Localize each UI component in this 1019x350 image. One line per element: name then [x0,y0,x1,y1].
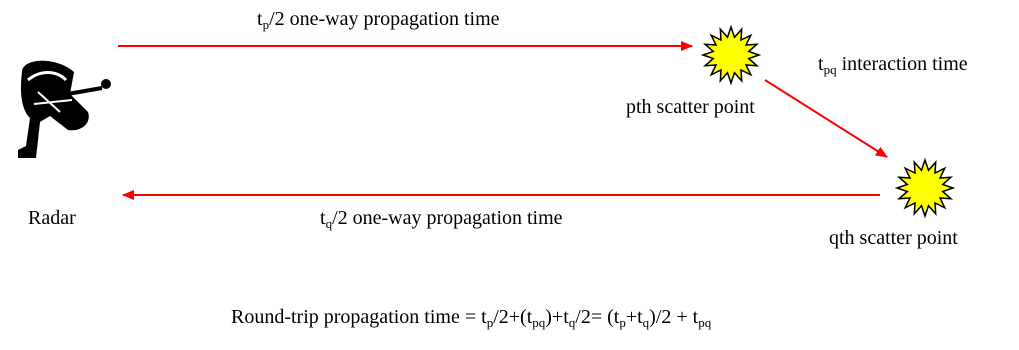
equation-text: /2= (t [575,306,620,328]
equation-subscript: pq [698,315,712,330]
equation-text: )/2 + t [649,306,699,328]
interaction-time-label: tpq interaction time [818,53,968,77]
return-propagation-label: tq/2 one-way propagation time [320,207,563,231]
equation-subscript: p [486,315,494,330]
outgoing-propagation-label: tp/2 one-way propagation time [257,8,500,32]
pth-scatter-point-burst-icon [700,24,762,86]
equation-subscript: q [568,315,576,330]
radar-label: Radar [28,207,76,229]
round-trip-equation: Round-trip propagation time = tp/2+(tpq)… [231,306,712,330]
equation-subscript: pq [532,315,546,330]
equation-text: /2+(t [493,306,533,328]
qth-scatter-point-burst-icon [894,157,956,219]
qth-scatter-point-label: qth scatter point [829,227,958,249]
equation-text: +t [625,306,643,328]
equation-text: t [481,306,487,328]
equation-subscript: p [619,315,626,330]
radar-dish-icon [18,60,111,158]
equation-subscript: q [642,315,650,330]
pth-scatter-point-label: pth scatter point [626,96,755,118]
equation-text: )+t [545,306,569,328]
interaction-arrow [764,79,888,158]
